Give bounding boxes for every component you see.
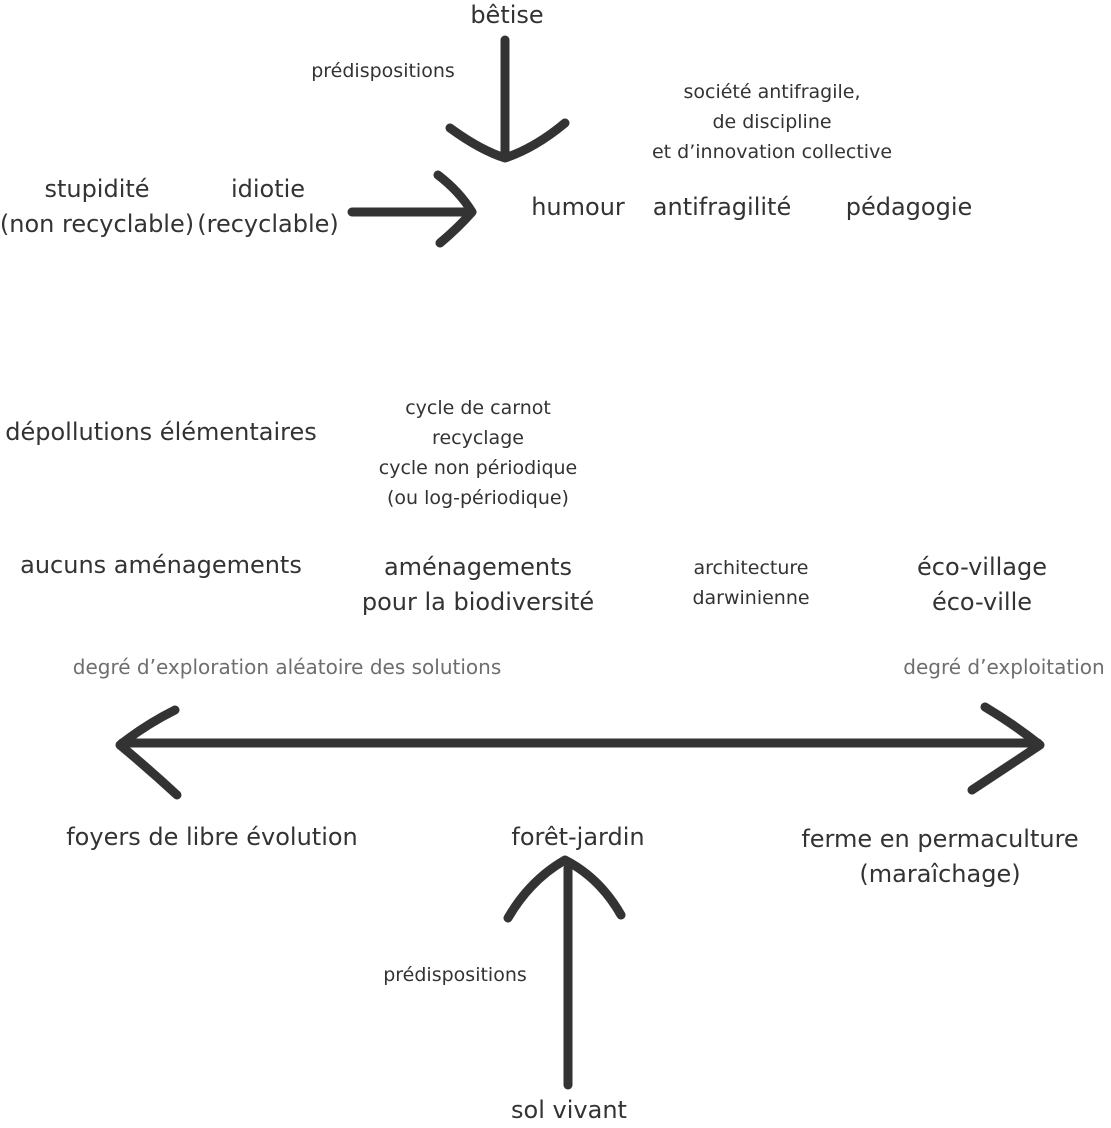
societe-line-3: et d’innovation collective [651,141,893,164]
axis-left-head [115,705,182,800]
down-arrow-head [445,118,570,163]
architecture-label: architecture darwinienne [692,553,809,613]
societe-label: société antifragile, de discipline et d’… [652,77,892,167]
predispositions-bottom-label: prédispositions [383,964,527,986]
humour-label: humour [531,193,625,221]
architecture-line-2: darwinienne [692,587,810,610]
societe-line-1: société antifragile, [683,81,861,103]
ferme-line-1: ferme en permaculture [801,825,1079,853]
idiotie-label: idiotie (recyclable) [197,172,338,242]
amenagements-line-2: pour la biodiversité [361,587,595,616]
cycle-line-2: recyclage [432,427,524,450]
axis-right-head [967,702,1045,795]
cycle-line-1: cycle de carnot [405,397,551,419]
societe-line-2: de discipline [712,111,832,134]
amenagements-line-1: aménagements [383,553,573,581]
axis-left-label: degré d’exploration aléatoire des soluti… [72,655,502,679]
eco-line-2: éco-ville [931,587,1033,616]
stupidite-line-1: stupidité [44,175,150,203]
pedagogie-label: pédagogie [845,193,973,221]
architecture-line-1: architecture [693,557,809,579]
predispositions-top-label: prédispositions [311,60,455,82]
eco-label: éco-village éco-ville [917,550,1047,620]
amenagements-label: aménagements pour la biodiversité [362,550,594,620]
ferme-label: ferme en permaculture (maraîchage) [801,822,1078,892]
stupidite-line-2: (non recyclable) [0,209,195,238]
depollutions-label: dépollutions élémentaires [5,418,317,446]
foyers-label: foyers de libre évolution [66,823,358,851]
cycle-label: cycle de carnot recyclage cycle non péri… [379,393,578,513]
foret-label: forêt-jardin [511,823,645,851]
sol-vivant-label: sol vivant [511,1096,627,1124]
ferme-line-2: (maraîchage) [859,859,1021,888]
up-arrow-head [503,855,626,923]
idiotie-line-1: idiotie [230,175,306,203]
idiotie-line-2: (recyclable) [197,209,339,238]
stupidite-label: stupidité (non recyclable) [0,172,194,242]
axis-right-label: degré d’exploitation [903,655,1105,679]
eco-line-1: éco-village [916,553,1048,581]
antifragilite-label: antifragilité [652,193,792,221]
cycle-line-4: (ou log-périodique) [387,487,569,510]
aucuns-label: aucuns aménagements [20,551,302,579]
cycle-line-3: cycle non périodique [378,457,578,480]
right-arrow-head [433,170,477,248]
betise-label: bêtise [470,1,544,29]
